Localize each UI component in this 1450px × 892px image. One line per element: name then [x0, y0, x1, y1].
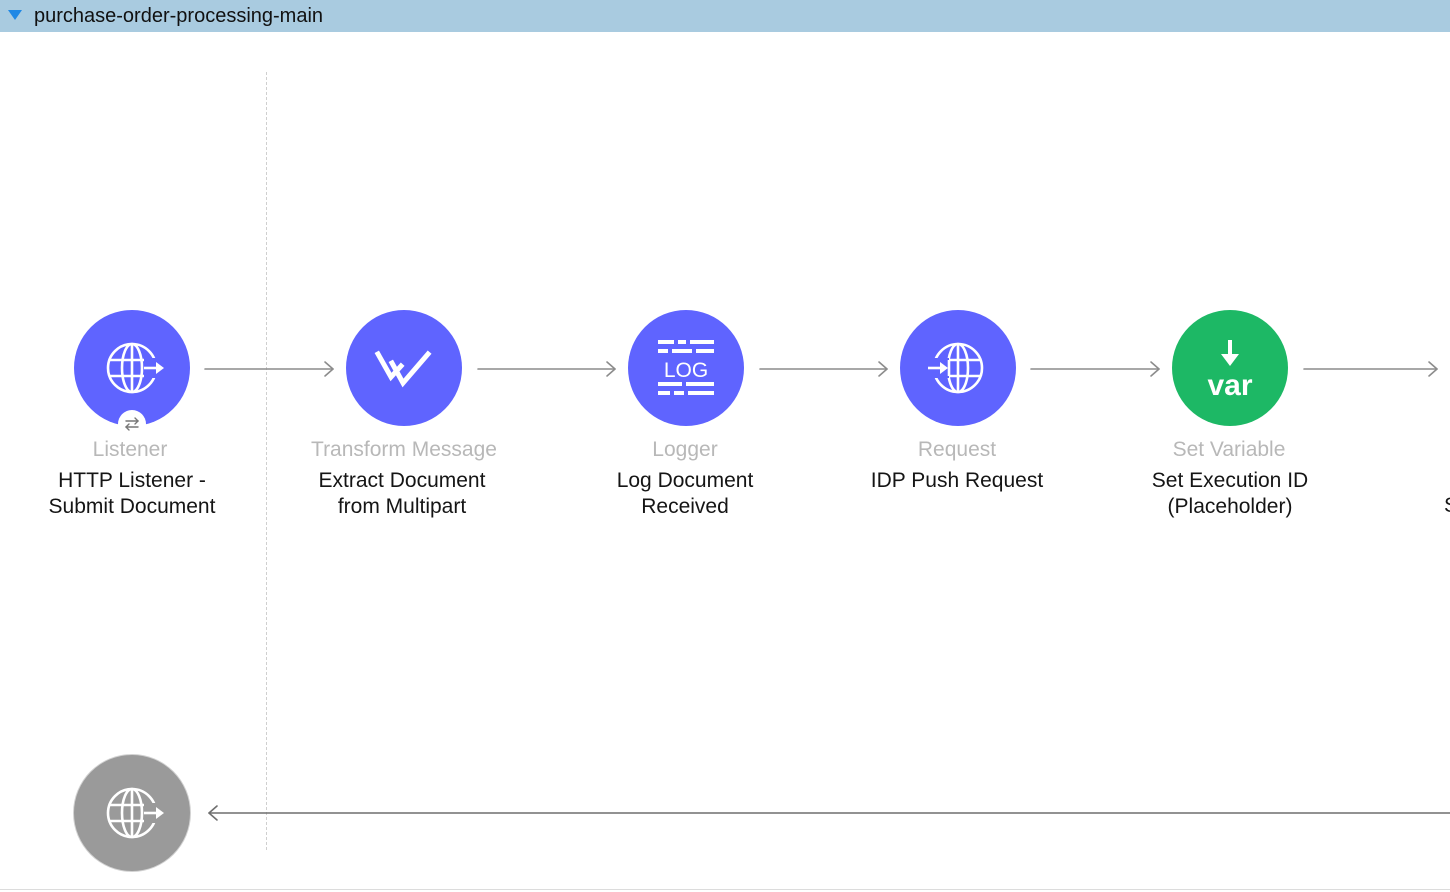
http-request-globe-icon [927, 342, 984, 394]
collapse-triangle-icon[interactable] [7, 9, 23, 21]
transform-message-icon [374, 350, 432, 388]
http-listener-globe-icon [106, 342, 164, 394]
logger-node[interactable]: LOG [628, 310, 744, 426]
connector-arrow [477, 361, 616, 377]
http-response-globe-icon [106, 787, 164, 839]
connector-arrow [1030, 361, 1160, 377]
svg-text:var: var [1207, 369, 1252, 402]
set-variable-icon: var [1207, 340, 1253, 402]
flow-title[interactable]: purchase-order-processing-main [34, 5, 324, 27]
node-name-label[interactable]: Log Document Received [616, 469, 754, 518]
connector-arrow [204, 361, 334, 377]
source-section-divider [266, 72, 267, 850]
node-name-label[interactable]: HTTP Listener - Submit Document [48, 469, 216, 518]
node-type-label: Logger [652, 438, 718, 461]
connector-arrow [759, 361, 888, 377]
logger-icon: LOG [658, 340, 714, 395]
request-node[interactable] [900, 310, 1016, 426]
transform-message-node[interactable] [346, 310, 462, 426]
listener-response-node[interactable] [74, 755, 190, 871]
set-variable-node[interactable]: var [1172, 310, 1288, 426]
clipped-next-node-label: S [1444, 494, 1450, 518]
flow-header: purchase-order-processing-main [0, 0, 1450, 32]
node-type-label: Request [917, 438, 997, 461]
node-type-label: Listener [92, 438, 168, 461]
response-return-arrow [208, 805, 1450, 821]
canvas-bottom-border [0, 889, 1450, 890]
node-type-label: Set Variable [1172, 438, 1286, 461]
listener-node[interactable] [74, 310, 190, 438]
source-badge [118, 410, 146, 438]
node-name-label[interactable]: Extract Document from Multipart [318, 469, 486, 518]
node-name-label[interactable]: IDP Push Request [870, 469, 1044, 492]
connector-arrow [1303, 361, 1438, 377]
node-type-label: Transform Message [311, 438, 497, 461]
exchange-arrows-icon [125, 417, 139, 431]
svg-text:LOG: LOG [664, 359, 708, 382]
node-name-label[interactable]: Set Execution ID (Placeholder) [1151, 469, 1309, 518]
